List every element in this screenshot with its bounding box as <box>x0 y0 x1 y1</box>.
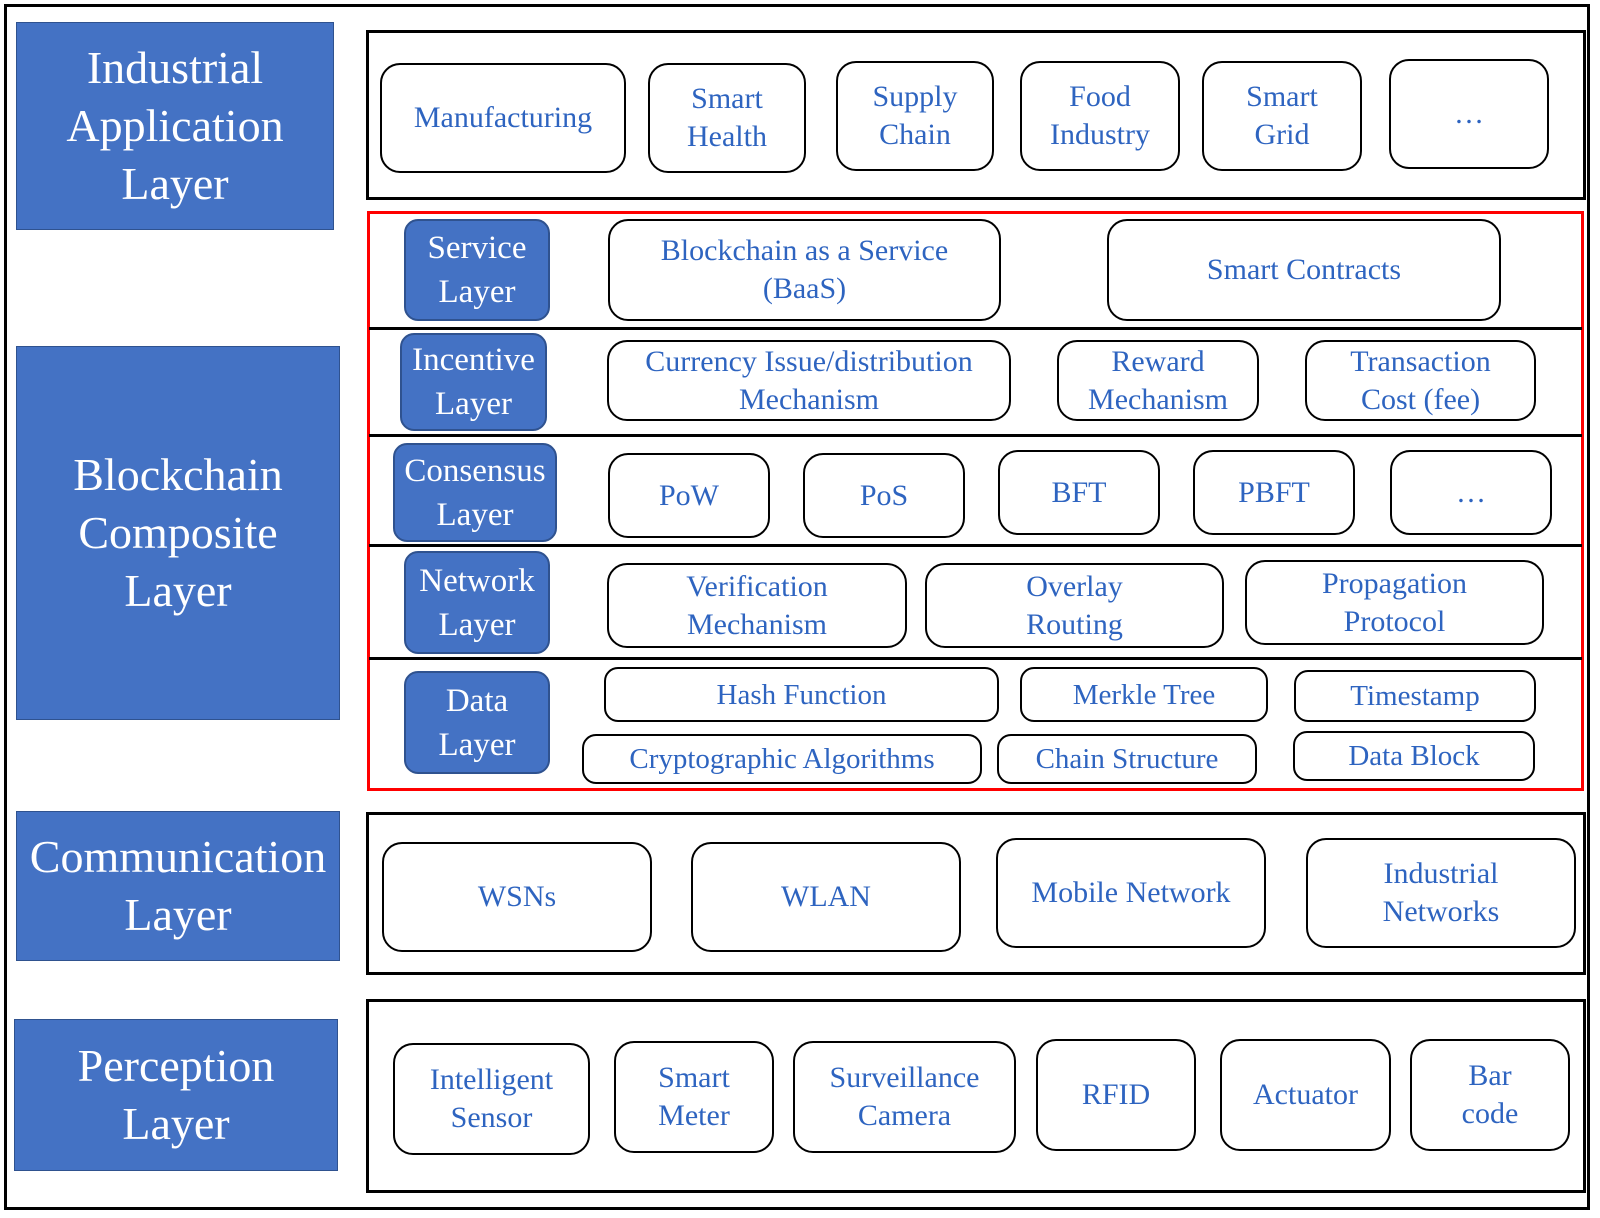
outer-frame <box>4 4 1590 1210</box>
item-surveillance-camera: Surveillance Camera <box>793 1041 1016 1153</box>
item-supply-chain: Supply Chain <box>836 61 994 171</box>
item-mobile-network: Mobile Network <box>996 838 1266 948</box>
item-bar-code: Bar code <box>1410 1039 1570 1151</box>
item-hash-function: Hash Function <box>604 667 999 722</box>
item-cryptographic-algorithms: Cryptographic Algorithms <box>582 734 982 784</box>
separator-service-incentive <box>369 327 1582 330</box>
item-smart-grid: Smart Grid <box>1202 61 1362 171</box>
item-overlay-routing: Overlay Routing <box>925 563 1224 648</box>
item-propagation-protocol: Propagation Protocol <box>1245 560 1544 645</box>
item-actuator: Actuator <box>1220 1039 1391 1151</box>
item-intelligent-sensor: Intelligent Sensor <box>393 1043 590 1155</box>
item-wsns: WSNs <box>382 842 652 952</box>
network-layer-label: Network Layer <box>404 551 550 654</box>
item-smart-meter: Smart Meter <box>614 1041 774 1153</box>
item-baas: Blockchain as a Service (BaaS) <box>608 219 1001 321</box>
item-verification-mechanism: Verification Mechanism <box>607 563 907 648</box>
item-ellipsis: … <box>1389 59 1549 169</box>
item-manufacturing: Manufacturing <box>380 63 626 173</box>
communication-layer-label: Communication Layer <box>16 811 340 961</box>
incentive-layer-label: Incentive Layer <box>400 333 547 431</box>
item-food-industry: Food Industry <box>1020 61 1180 171</box>
item-chain-structure: Chain Structure <box>997 734 1257 784</box>
consensus-layer-label: Consensus Layer <box>393 443 557 542</box>
item-merkle-tree: Merkle Tree <box>1020 667 1268 722</box>
item-rfid: RFID <box>1036 1039 1196 1151</box>
item-wlan: WLAN <box>691 842 961 952</box>
item-data-block: Data Block <box>1293 731 1535 781</box>
separator-network-data <box>369 657 1582 660</box>
item-smart-contracts: Smart Contracts <box>1107 219 1501 321</box>
item-pbft: PBFT <box>1193 450 1355 535</box>
item-reward-mechanism: Reward Mechanism <box>1057 340 1259 421</box>
separator-incentive-consensus <box>369 434 1582 437</box>
item-smart-health: Smart Health <box>648 63 806 173</box>
item-pow: PoW <box>608 453 770 538</box>
item-industrial-networks: Industrial Networks <box>1306 838 1576 948</box>
service-layer-label: Service Layer <box>404 219 550 321</box>
blockchain-composite-layer-label: Blockchain Composite Layer <box>16 346 340 720</box>
item-bft: BFT <box>998 450 1160 535</box>
separator-consensus-network <box>369 544 1582 547</box>
perception-layer-label: Perception Layer <box>14 1019 338 1171</box>
item-consensus-ellipsis: … <box>1390 450 1552 535</box>
data-layer-label: Data Layer <box>404 671 550 774</box>
item-pos: PoS <box>803 453 965 538</box>
blockchain-composite-group <box>367 211 1584 791</box>
item-timestamp: Timestamp <box>1294 670 1536 722</box>
item-currency-issue: Currency Issue/distribution Mechanism <box>607 340 1011 421</box>
industrial-application-layer-label: Industrial Application Layer <box>16 22 334 230</box>
item-transaction-cost: Transaction Cost (fee) <box>1305 340 1536 421</box>
